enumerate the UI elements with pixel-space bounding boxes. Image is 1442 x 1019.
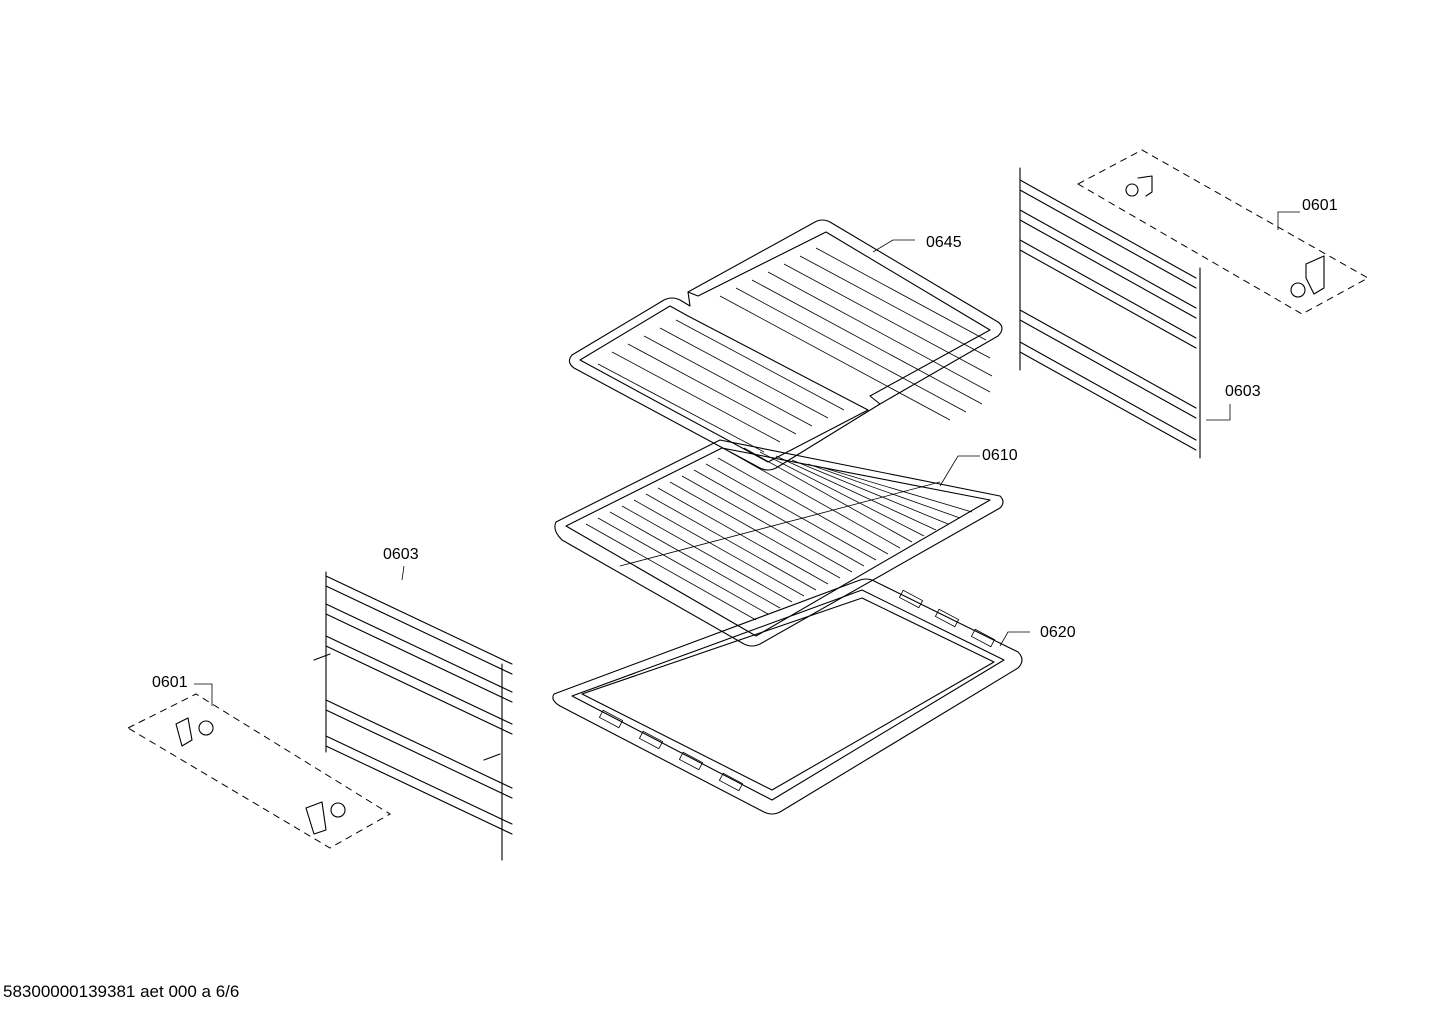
label-0620: 0620	[1040, 624, 1076, 641]
grill-plate-ribs	[597, 247, 993, 453]
label-0610: 0610	[982, 447, 1018, 464]
wire-rack-0610: 0610	[554, 439, 1018, 647]
side-rack-left-0603: 0603	[313, 546, 513, 861]
clip-left-upper	[175, 717, 214, 747]
clip-right-upper	[1125, 175, 1153, 197]
clip-left-lower	[305, 801, 346, 835]
wire-rack-bars	[585, 447, 973, 621]
baking-tray-0620: 0620	[552, 578, 1076, 815]
label-0603-right: 0603	[1225, 383, 1261, 400]
label-0645: 0645	[926, 234, 962, 251]
side-rack-right-0603: 0603	[1019, 167, 1261, 459]
grill-insert-plates-0645: 0645	[568, 219, 1003, 471]
shelf-support-clips-left-0601: 0601	[126, 674, 391, 849]
baking-tray-handles	[598, 589, 996, 792]
label-0601-left: 0601	[152, 674, 188, 691]
label-0603-left: 0603	[383, 546, 419, 563]
clip-right-lower	[1290, 255, 1325, 298]
shelf-support-clips-right-0601: 0601	[1076, 149, 1370, 315]
label-0601-right: 0601	[1302, 197, 1338, 214]
document-id-footer: 58300000139381 aet 000 a 6/6	[3, 982, 240, 1001]
